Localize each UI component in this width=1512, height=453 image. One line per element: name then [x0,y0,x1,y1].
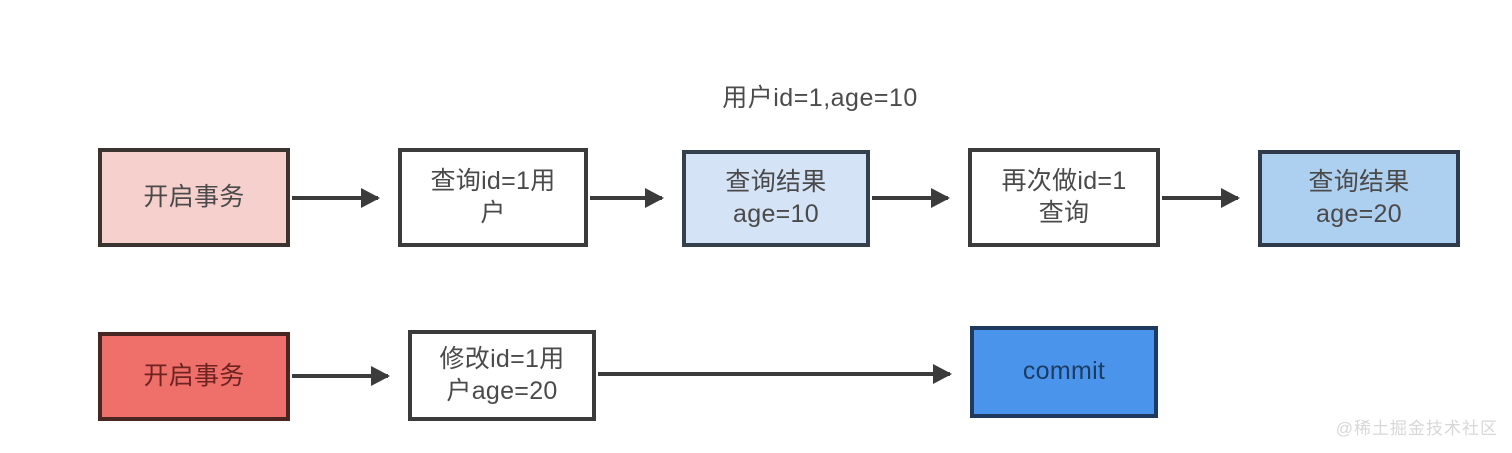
watermark: @稀土掘金技术社区 [1335,419,1498,438]
arrow-result-10-to-query-2 [872,196,948,200]
node-label: 开启事务 [143,182,245,211]
arrow-query-1-to-result-10 [590,196,662,200]
diagram-caption: 用户id=1,age=10 [722,84,918,112]
node-label: 开启事务 [143,361,245,390]
arrow-update-to-commit [598,372,950,376]
arrow-query-2-to-result-20 [1162,196,1238,200]
node-query-id-1-user: 查询id=1用户 [398,148,588,247]
node-label: 查询id=1用户 [430,167,556,227]
node-begin-transaction-2: 开启事务 [98,332,290,421]
node-begin-transaction-1: 开启事务 [98,148,290,247]
node-update-id-1-age-20: 修改id=1用户age=20 [408,330,596,421]
node-label: commit [1022,357,1106,386]
node-commit: commit [970,326,1158,418]
node-label: 修改id=1用户age=20 [439,345,565,405]
arrow-begin-to-update [292,374,388,378]
arrow-begin-to-query-1 [292,196,378,200]
